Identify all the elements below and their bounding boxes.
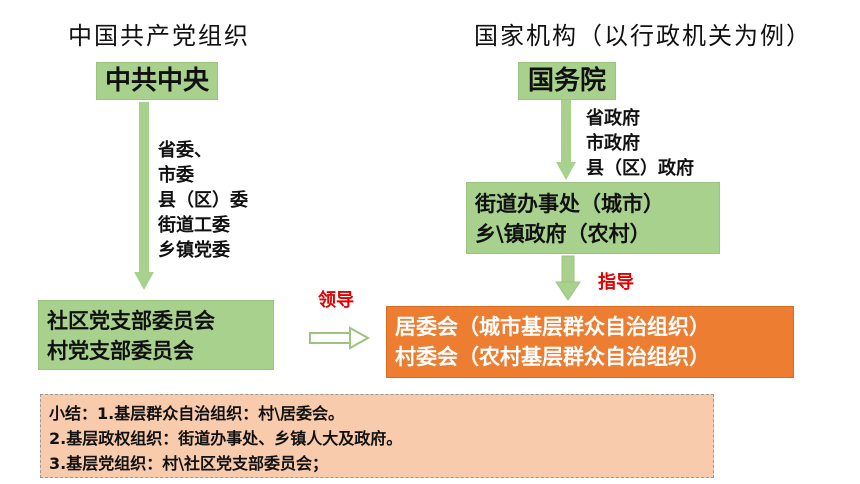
guide-label: 指导 [598, 272, 634, 293]
villagers-committee: 村委会（农村基层群众自治组织） [395, 345, 710, 369]
government-level: 市政府 [586, 133, 640, 154]
central-committee-box: 中共中央 [96, 62, 218, 100]
summary-box: 小结：1.基层群众自治组织：村\居委会。 2.基层政权组织：街道办事处、乡镇人大… [40, 394, 714, 478]
party-level: 市委 [158, 165, 194, 186]
lead-label: 领导 [318, 290, 354, 311]
summary-line: 3.基层党组织：村\社区党支部委员会； [49, 454, 329, 473]
street-office: 街道办事处（城市） [475, 192, 664, 216]
party-level: 县（区）委 [158, 190, 248, 211]
state-council-box: 国务院 [518, 62, 616, 100]
summary-line: 小结：1.基层群众自治组织：村\居委会。 [49, 404, 345, 423]
street-township-box: 街道办事处（城市） 乡\镇政府（农村） [466, 182, 720, 254]
state-institution-heading: 国家机构（以行政机关为例） [474, 22, 812, 50]
government-levels-list: 省政府 市政府 县（区）政府 [586, 106, 694, 181]
residents-committee: 居委会（城市基层群众自治组织） [395, 315, 710, 339]
party-level: 街道工委 [158, 215, 230, 236]
village-party-branch: 村党支部委员会 [47, 339, 194, 363]
party-level: 省委、 [158, 140, 212, 161]
party-levels-list: 省委、 市委 县（区）委 街道工委 乡镇党委 [158, 138, 248, 263]
party-branch-box: 社区党支部委员会 村党支部委员会 [38, 300, 274, 370]
community-party-branch: 社区党支部委员会 [47, 309, 215, 333]
party-organization-heading: 中国共产党组织 [68, 22, 250, 50]
guide-arrow [555, 255, 581, 301]
summary-line: 2.基层政权组织：街道办事处、乡镇人大及政府。 [49, 429, 403, 448]
lead-arrow [309, 326, 371, 350]
party-level: 乡镇党委 [158, 240, 230, 261]
township-government: 乡\镇政府（农村） [475, 222, 651, 246]
government-level: 省政府 [586, 108, 640, 129]
state-hierarchy-arrow [556, 100, 576, 180]
self-governing-committees-box: 居委会（城市基层群众自治组织） 村委会（农村基层群众自治组织） [386, 306, 794, 378]
party-hierarchy-arrow [134, 102, 154, 290]
government-level: 县（区）政府 [586, 158, 694, 179]
